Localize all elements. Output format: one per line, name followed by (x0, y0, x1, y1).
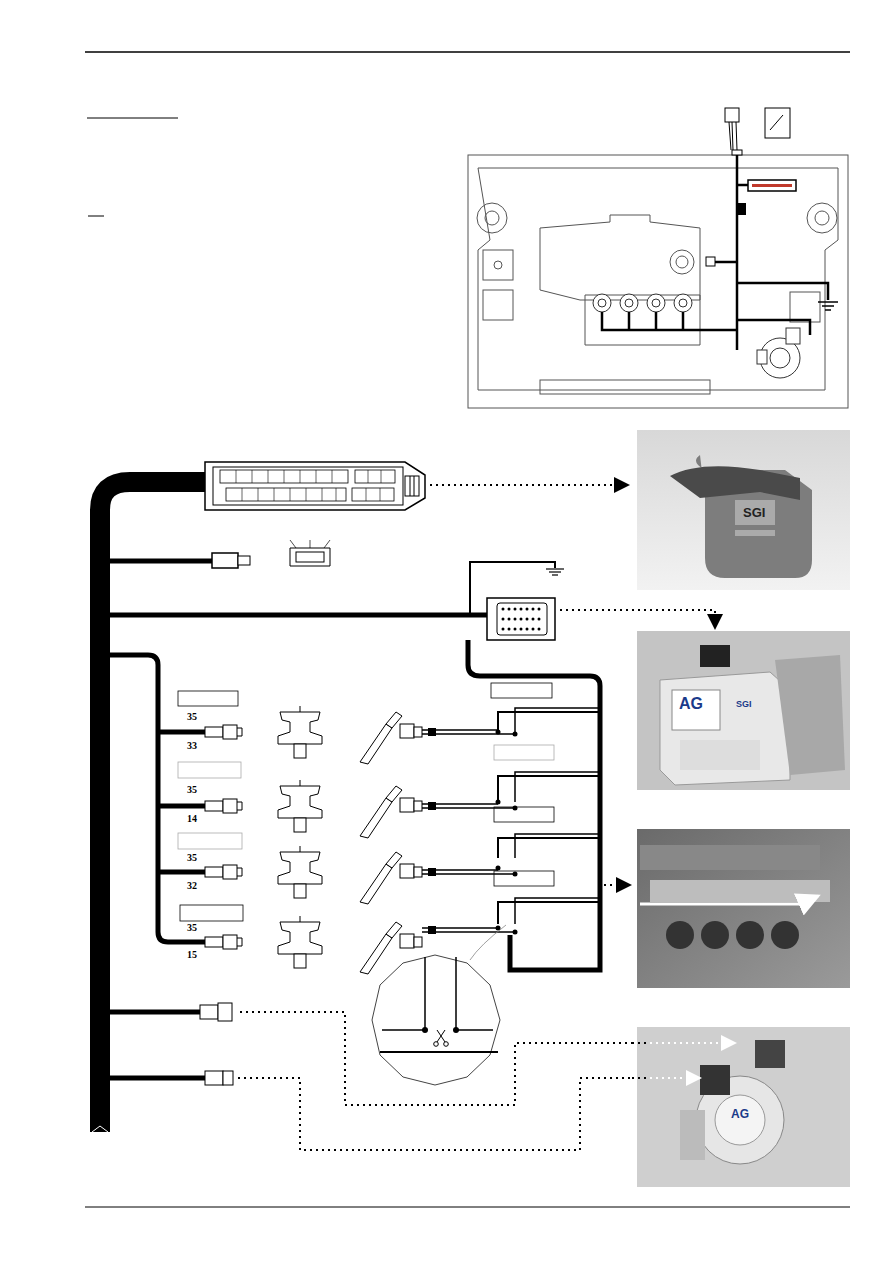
photo-label: AG (678, 696, 704, 712)
photo-label: SGI (735, 700, 753, 709)
pin-number: 32 (187, 881, 197, 891)
photo-label: SGI (742, 506, 766, 519)
pin-number: 35 (187, 853, 197, 863)
pin-number: 35 (187, 785, 197, 795)
pin-number: 35 (187, 712, 197, 722)
pin-number: 14 (187, 814, 197, 824)
pin-number: 15 (187, 950, 197, 960)
pin-number: 35 (187, 923, 197, 933)
photo-label: AG (730, 1108, 750, 1120)
pin-number: 33 (187, 741, 197, 751)
